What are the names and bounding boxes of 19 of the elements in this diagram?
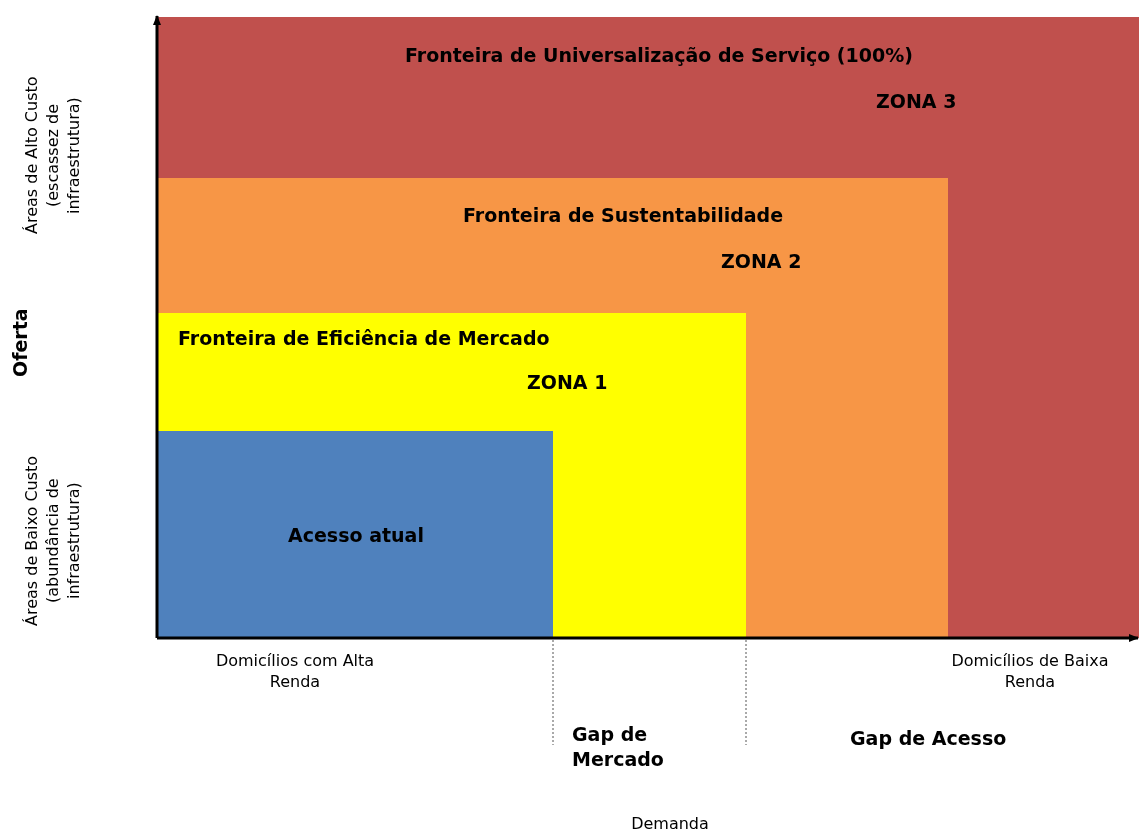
frontier-title: Fronteira de Eficiência de Mercado [178,327,550,349]
axis-label: Áreas de Alto Custo (escassez de infraestrutura) [22,75,84,237]
frontier-title: Fronteira de Sustentabilidade [463,204,784,226]
gap-label: Gap de Mercado [572,722,665,772]
axis-label: Domicílios de Baixa Renda [950,651,1110,693]
zone-area [157,17,1139,638]
zone-label: ZONA 3 [876,90,957,112]
gap-label: Gap de Acesso [850,726,1008,751]
axis-label: Áreas de Baixo Custo (abundância de infraestrutura) [22,454,84,628]
zone-label: Acesso atual [288,524,424,546]
axis-title: Oferta [8,307,32,379]
axis-title: Demanda [630,814,710,835]
zone-label: ZONA 1 [527,371,608,393]
axis-label: Domicílios com Alta Renda [214,651,376,693]
zone-area [157,313,746,638]
current-access-area [157,431,553,638]
zone-area [157,178,948,638]
frontier-title: Fronteira de Universalização de Serviço (100%) [405,44,913,66]
zone-label: ZONA 2 [721,250,802,272]
